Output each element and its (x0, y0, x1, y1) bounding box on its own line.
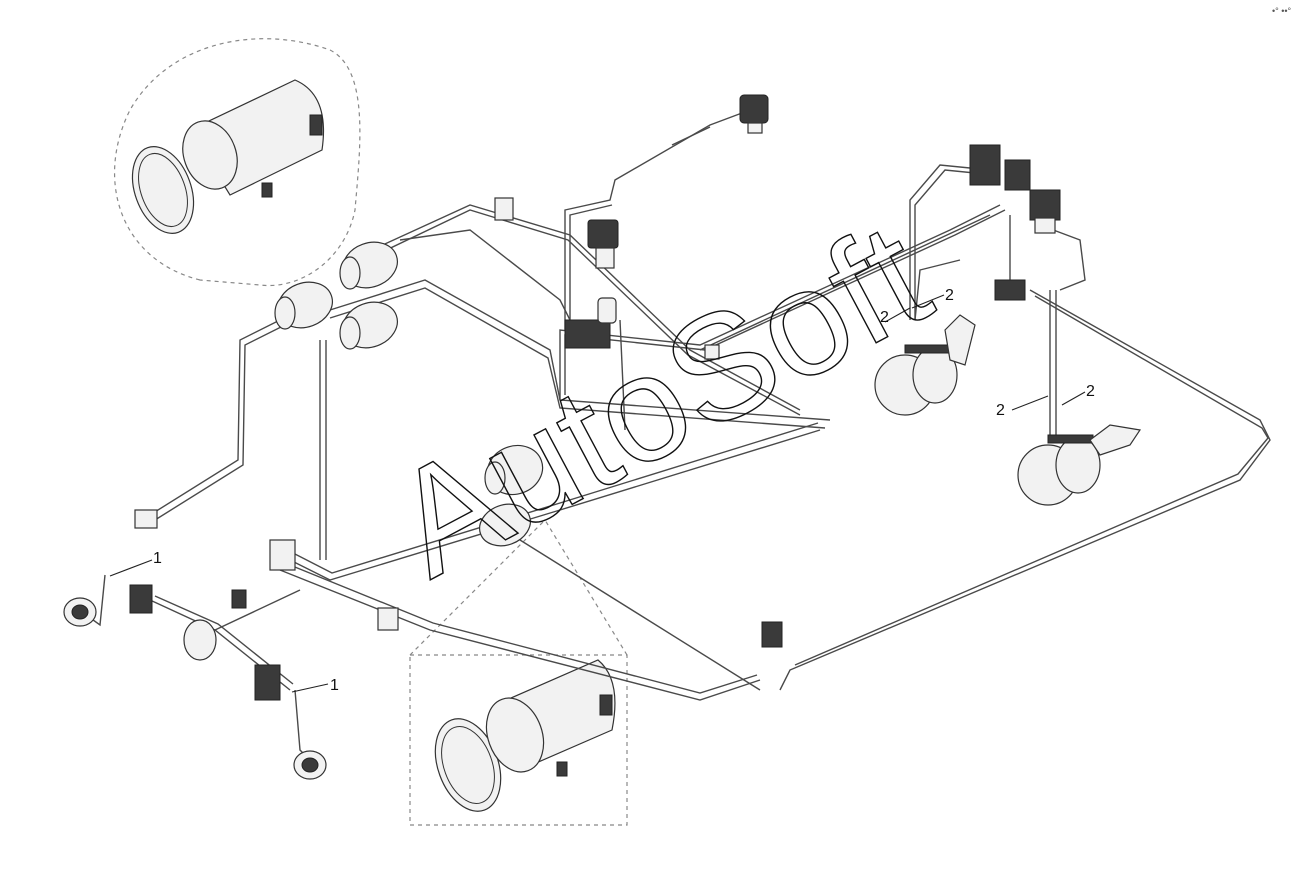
right-valve-cluster (969, 144, 1061, 301)
detail-inset-top-left-outline (114, 38, 361, 287)
callout-label: 2 (880, 309, 889, 326)
brake-chamber-front (874, 314, 976, 416)
callout-label: 1 (330, 677, 339, 694)
air-tank-detail-bottom (434, 659, 616, 812)
mid-valves (269, 197, 783, 648)
brake-chamber-rear (1017, 424, 1142, 506)
left-valve-assembly (63, 509, 327, 780)
callouts: 1 1 2 2 2 2 (109, 287, 1095, 694)
callout-label: 2 (1086, 383, 1095, 400)
callout-label: 2 (996, 402, 1005, 419)
pipe-network (81, 109, 1271, 761)
callout-label: 2 (945, 287, 954, 304)
central-valve-block (564, 297, 617, 349)
watermark: AutoSoft (366, 190, 953, 608)
air-tanks-group (274, 241, 544, 547)
detail-inset-bottom-outline (409, 654, 628, 826)
compressor-valve (587, 94, 769, 269)
corner-mark: •° ••° (1272, 6, 1292, 16)
callout-label: 1 (153, 550, 162, 567)
air-tank-detail-top (131, 79, 325, 234)
